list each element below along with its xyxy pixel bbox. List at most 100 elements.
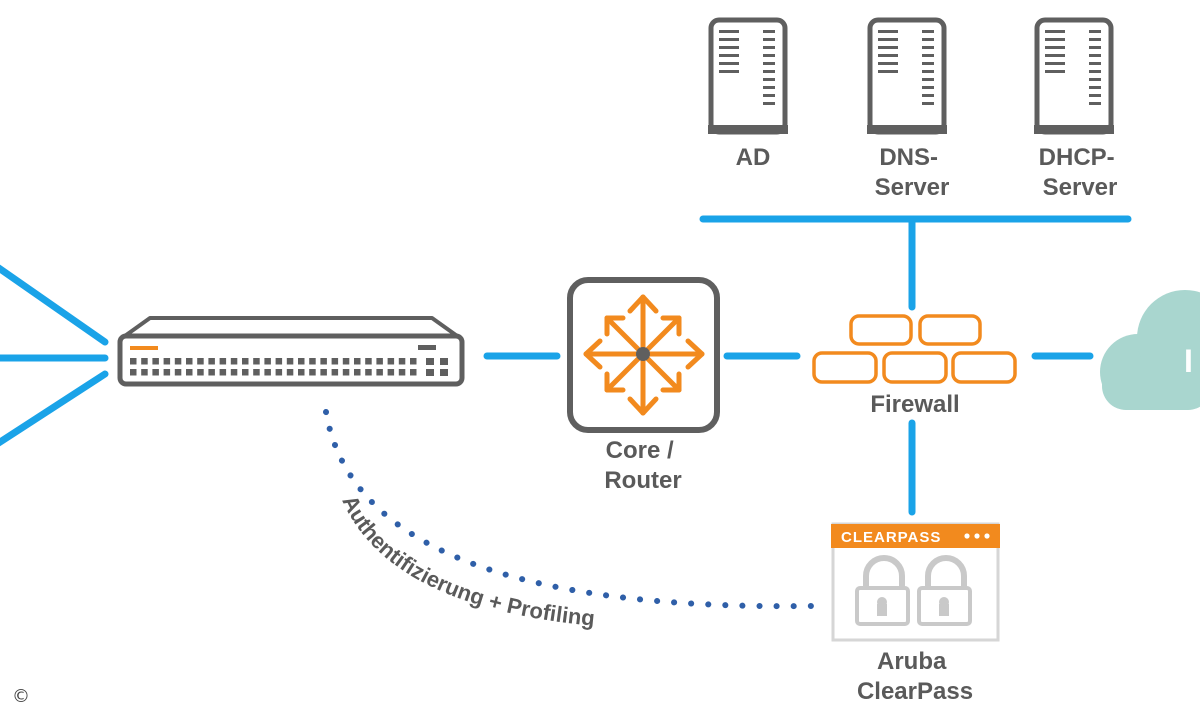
server-dns	[867, 17, 947, 135]
access-switch	[117, 316, 465, 387]
firewall-brick	[812, 351, 878, 384]
switch-port	[163, 369, 171, 376]
copyright-mark: ©	[12, 686, 30, 707]
switch-port	[253, 358, 260, 365]
firewall-label: Firewall	[870, 391, 959, 418]
clearpass-label-line2: ClearPass	[857, 678, 973, 705]
switch-port	[331, 358, 339, 365]
client-links	[0, 264, 109, 447]
core-router	[567, 277, 720, 433]
switch-port	[354, 358, 361, 365]
switch-port	[387, 358, 395, 365]
clearpass-appliance: CLEARPASS	[831, 522, 1000, 642]
switch-port	[376, 369, 383, 376]
switch-port	[376, 358, 383, 365]
cloud-label: I	[1184, 343, 1193, 379]
server-label-dhcp-line2: Server	[1043, 174, 1118, 201]
switch-port	[219, 358, 227, 365]
auth-link-label-path: Authentifizierung + Profiling	[337, 491, 596, 631]
switch-port	[365, 358, 372, 365]
switch-port	[264, 358, 271, 365]
switch-port	[141, 369, 148, 376]
clearpass-badge: CLEARPASS	[841, 529, 941, 546]
clearpass-label: Aruba ClearPass	[857, 648, 973, 705]
switch-port	[242, 369, 249, 376]
switch-port	[410, 358, 417, 365]
switch-port	[197, 358, 204, 365]
switch-port	[152, 369, 159, 376]
switch-port	[174, 369, 182, 376]
switch-uplink-port	[426, 358, 434, 365]
switch-port	[186, 358, 193, 365]
router-arrows-icon	[583, 294, 705, 416]
switch-port	[298, 369, 305, 376]
switch-port	[320, 358, 327, 365]
switch-port	[264, 369, 271, 376]
switch-port	[174, 358, 182, 365]
switch-port	[309, 358, 316, 365]
switch-port	[309, 369, 316, 376]
client-link-bottom	[0, 370, 109, 447]
switch-orange-led	[130, 346, 158, 350]
switch-port	[130, 369, 137, 376]
switch-port	[286, 369, 294, 376]
switch-port	[152, 358, 159, 365]
switch-port	[230, 369, 238, 376]
auth-dotted-link	[323, 409, 815, 610]
auth-link-label: Authentifizierung + Profiling	[337, 491, 596, 631]
switch-port	[410, 369, 417, 376]
padlock-icon	[855, 555, 910, 626]
switch-uplink-port	[426, 369, 434, 376]
switch-port	[298, 358, 305, 365]
router-hub-dot	[636, 347, 650, 361]
switch-port	[320, 369, 327, 376]
server-icon	[708, 17, 788, 135]
padlock-icon	[917, 555, 972, 626]
client-link-top	[0, 264, 109, 346]
clearpass-label-line1: Aruba	[877, 648, 947, 675]
firewall-icon	[812, 314, 1017, 384]
switch-port	[387, 369, 395, 376]
switch-port	[275, 369, 283, 376]
server-label-dns-line2: Server	[875, 174, 950, 201]
switch-port	[398, 358, 406, 365]
window-dots-icon	[964, 533, 990, 539]
server-label-dhcp-line1: DHCP-	[1039, 144, 1115, 171]
firewall-brick	[849, 314, 913, 346]
switch-port	[141, 358, 148, 365]
switch-port	[219, 369, 227, 376]
cloud-icon	[1100, 290, 1200, 410]
firewall-brick	[951, 351, 1017, 384]
switch-uplink-port	[440, 369, 448, 376]
switch-port-grid	[130, 358, 448, 376]
switch-port	[331, 369, 339, 376]
switch-port	[163, 358, 171, 365]
switch-port	[242, 358, 249, 365]
clearpass-titlebar	[831, 524, 1000, 548]
router-label-line2: Router	[604, 467, 681, 494]
switch-port	[208, 369, 215, 376]
server-label-dns: DNS- Server	[875, 144, 950, 201]
switch-port	[186, 369, 193, 376]
firewall-brick	[882, 351, 948, 384]
switch-port	[230, 358, 238, 365]
switch-port	[197, 369, 204, 376]
switch-port	[342, 369, 350, 376]
switch-port	[130, 358, 137, 365]
firewall-brick	[918, 314, 982, 346]
switch-port	[365, 369, 372, 376]
switch-port	[342, 358, 350, 365]
switch-port	[354, 369, 361, 376]
server-icon	[1034, 17, 1114, 135]
switch-port	[208, 358, 215, 365]
server-icon	[867, 17, 947, 135]
switch-port	[398, 369, 406, 376]
switch-port	[253, 369, 260, 376]
server-label-dhcp: DHCP- Server	[1039, 144, 1122, 201]
switch-port	[286, 358, 294, 365]
server-dhcp	[1034, 17, 1114, 135]
switch-logo-mark	[418, 345, 436, 350]
backbone-links	[483, 215, 1132, 516]
switch-uplink-port	[440, 358, 448, 365]
